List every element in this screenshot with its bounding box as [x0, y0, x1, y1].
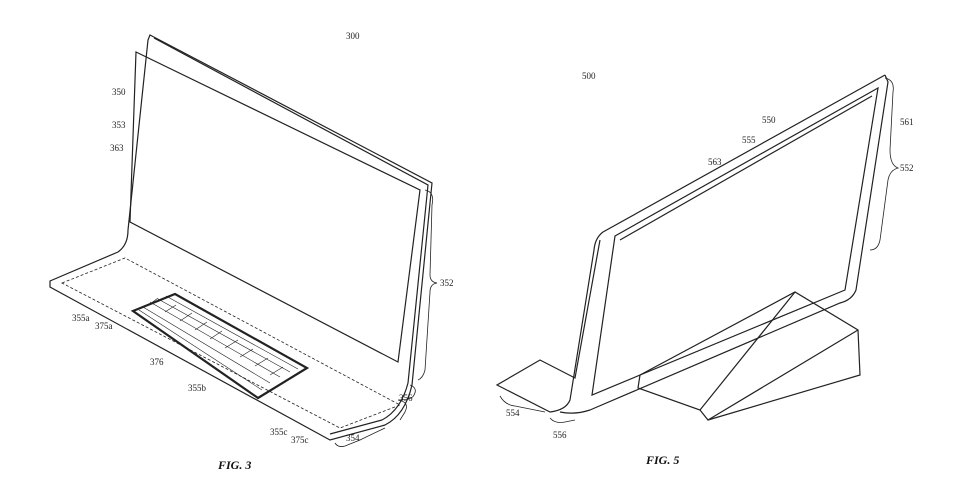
- ref-355a: 355a: [72, 313, 90, 323]
- figure-5-caption: FIG. 5: [646, 453, 680, 467]
- figure-3-caption: FIG. 3: [218, 458, 252, 472]
- ref-552: 552: [900, 163, 914, 173]
- ref-563: 563: [708, 157, 722, 167]
- ref-352: 352: [440, 278, 454, 288]
- ref-354: 354: [346, 433, 360, 443]
- ref-355b: 355b: [188, 383, 206, 393]
- ref-550: 550: [762, 115, 776, 125]
- ref-376: 376: [150, 357, 164, 367]
- ref-555: 555: [742, 135, 756, 145]
- ref-353: 353: [112, 120, 126, 130]
- ref-556: 556: [553, 430, 567, 440]
- fig5-device-drawing: [495, 74, 900, 423]
- fig3-device-drawing: [49, 34, 438, 447]
- ref-500: 500: [582, 71, 596, 81]
- ref-363: 363: [110, 143, 124, 153]
- ref-554: 554: [506, 408, 520, 418]
- ref-561: 561: [900, 117, 914, 127]
- ref-356: 356: [399, 393, 413, 403]
- ref-350: 350: [112, 87, 126, 97]
- ref-300: 300: [346, 31, 360, 41]
- ref-355c: 355c: [270, 427, 288, 437]
- ref-375c: 375c: [291, 435, 309, 445]
- ref-375a: 375a: [95, 321, 113, 331]
